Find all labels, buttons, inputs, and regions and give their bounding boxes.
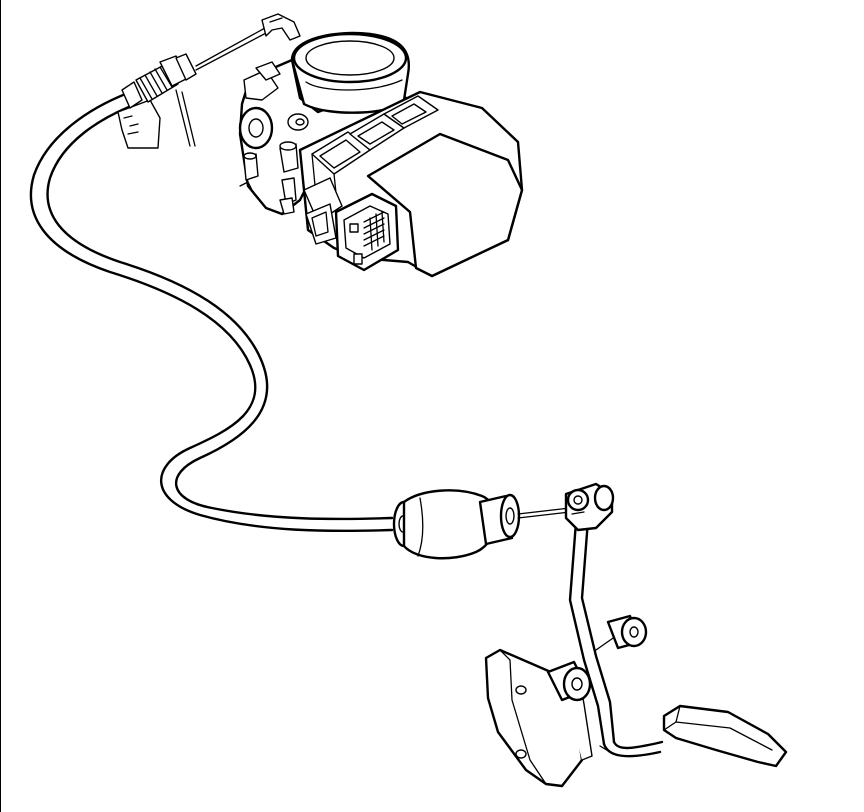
- cable-throttle-end: [117, 27, 269, 149]
- cable-bulkhead-grommet: [392, 489, 571, 560]
- accelerator-pedal-assembly: [484, 482, 788, 788]
- accelerator-cable: [29, 91, 394, 533]
- left-border-line: [0, 0, 1, 812]
- throttle-body: [238, 13, 524, 278]
